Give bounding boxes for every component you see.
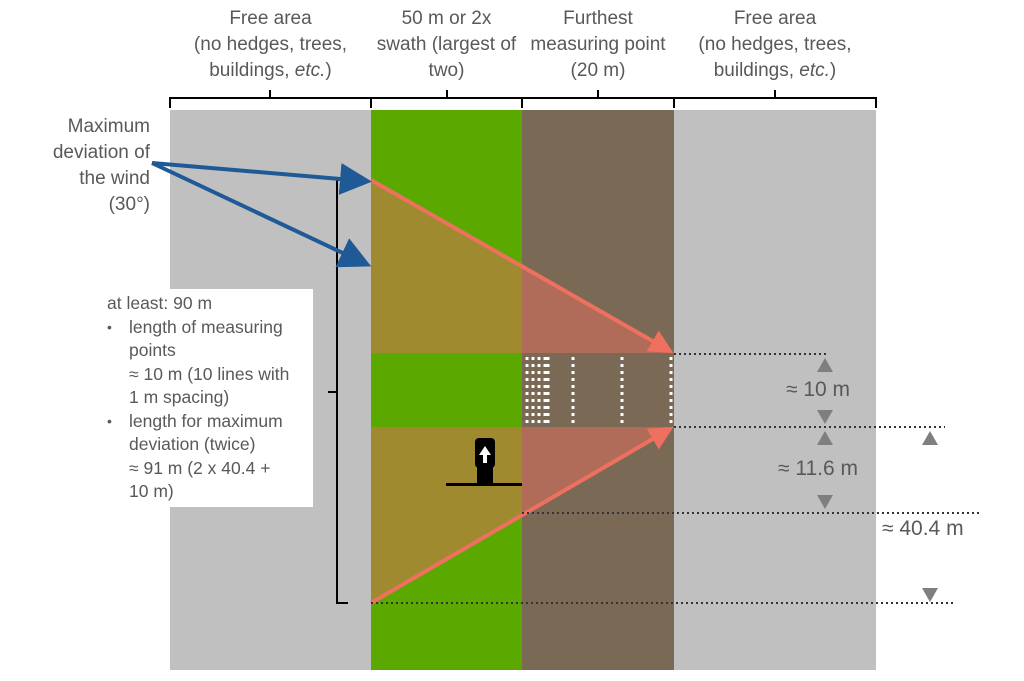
label-line: the wind bbox=[79, 168, 150, 189]
label-line: Maximum bbox=[67, 116, 150, 137]
info-line: 1 m spacing) bbox=[129, 387, 230, 407]
header-line: swath (largest of bbox=[376, 34, 517, 55]
info-line: ≈ 10 m (10 lines with bbox=[129, 363, 290, 384]
header-line: (20 m) bbox=[570, 60, 626, 81]
info-line: 10 m) bbox=[129, 481, 174, 501]
header-measuring-point: Furthest measuring point (20 m) bbox=[522, 6, 674, 84]
wind-arrow-lower bbox=[151, 161, 372, 268]
header-line: Free area bbox=[733, 8, 817, 29]
header-line: Furthest bbox=[563, 8, 633, 29]
header-text: buildings, bbox=[713, 60, 800, 81]
info-item-measuring-points: length of measuring points ≈ 10 m (10 li… bbox=[107, 316, 309, 410]
measuring-point-lines bbox=[525, 357, 673, 425]
header-line: Free area bbox=[229, 8, 312, 29]
measuring-zone bbox=[522, 110, 674, 670]
dimension-markers bbox=[817, 358, 938, 602]
header-free-area-left: Free area (no hedges, trees, buildings, … bbox=[170, 6, 371, 84]
info-line: ≈ 91 m (2 x 40.4 + bbox=[129, 457, 271, 478]
header-line: 50 m or 2x bbox=[401, 8, 492, 29]
wind-deviation-label: Maximum deviation of the wind (30°) bbox=[10, 114, 150, 218]
header-braces bbox=[169, 90, 877, 108]
header-text-italic: etc. bbox=[799, 60, 830, 81]
deviation-arrow-lower bbox=[369, 426, 674, 605]
label-line: deviation of bbox=[52, 142, 150, 163]
header-line: buildings, etc.) bbox=[170, 58, 371, 84]
header-line: measuring point bbox=[530, 34, 666, 55]
header-text-italic: etc. bbox=[294, 60, 326, 81]
header-text: ) bbox=[829, 60, 837, 81]
dimension-label-40-4m: ≈ 40.4 m bbox=[882, 517, 964, 540]
header-line: (no hedges, trees, bbox=[698, 34, 852, 55]
header-line: buildings, etc.) bbox=[674, 58, 876, 84]
info-line: deviation (twice) bbox=[129, 434, 256, 454]
header-free-area-right: Free area (no hedges, trees, buildings, … bbox=[674, 6, 876, 84]
info-line: length of measuring bbox=[129, 316, 283, 337]
info-line: points bbox=[129, 340, 176, 360]
info-heading: at least: 90 m bbox=[107, 293, 213, 313]
header-line: two) bbox=[428, 60, 465, 81]
deviation-arrow-upper bbox=[370, 178, 674, 353]
info-line: length for maximum bbox=[129, 410, 283, 431]
dimension-label-11-6m: ≈ 11.6 m bbox=[778, 457, 859, 480]
free-area-right bbox=[674, 110, 876, 670]
header-line: (no hedges, trees, bbox=[193, 34, 348, 55]
header-text: ) bbox=[325, 60, 332, 81]
length-info-box: at least: 90 m length of measuring point… bbox=[95, 289, 313, 507]
sprayer-icon bbox=[446, 438, 522, 486]
wind-arrow-upper bbox=[151, 161, 372, 195]
dimension-label-10m: ≈ 10 m bbox=[786, 378, 851, 401]
header-text: buildings, bbox=[209, 60, 295, 81]
info-item-max-deviation: length for maximum deviation (twice) ≈ 9… bbox=[107, 410, 309, 504]
label-line: (30°) bbox=[108, 194, 150, 215]
dimension-extension-lines bbox=[371, 353, 980, 604]
header-swath: 50 m or 2x swath (largest of two) bbox=[366, 6, 527, 84]
info-list: length of measuring points ≈ 10 m (10 li… bbox=[107, 316, 309, 504]
